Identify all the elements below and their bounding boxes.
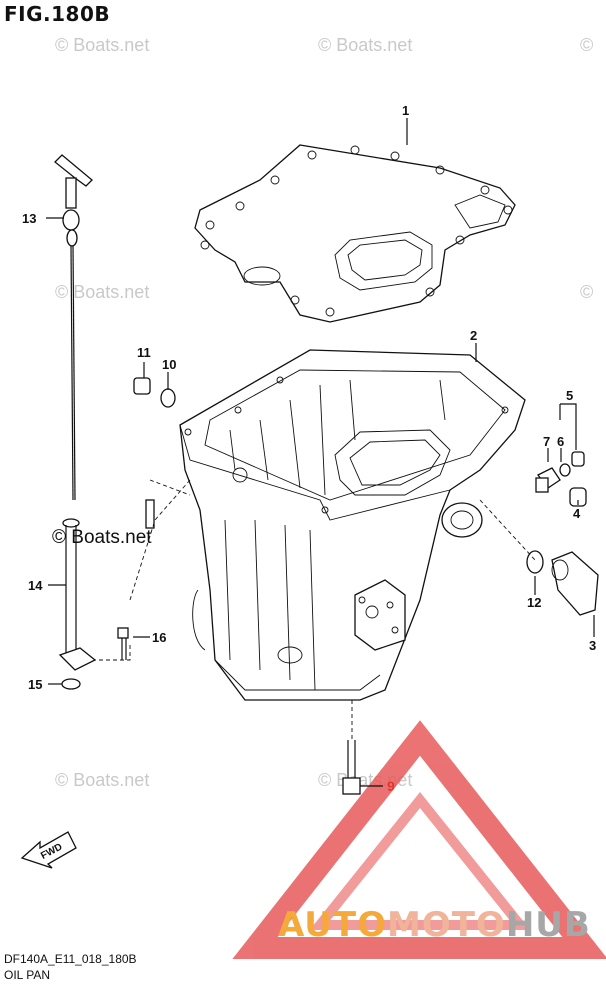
callout-14: 14 [28, 578, 43, 593]
svg-text:AUTOMOTOHUB: AUTOMOTOHUB [278, 905, 591, 945]
part-gasket [194, 144, 516, 323]
part-fitting-5 [571, 451, 585, 467]
brand-logo-triangle [232, 720, 606, 959]
callout-1: 1 [402, 103, 409, 118]
part-drain-plug-3 [551, 551, 599, 616]
watermark-text: © Boats.net [55, 35, 149, 55]
part-bolt-9 [342, 740, 361, 795]
brand-wordmark: AUTOMOTOHUB [278, 905, 591, 945]
callout-16: 16 [152, 630, 166, 645]
part-o-ring-12 [526, 550, 544, 574]
callout-11: 11 [137, 345, 151, 360]
brand-auto: AUTO [278, 905, 387, 945]
part-dipstick [54, 154, 93, 501]
watermark-text-dark: © Boats.net [52, 527, 152, 548]
part-fitting-7 [535, 467, 561, 493]
part-o-ring-6 [559, 463, 571, 477]
watermark-text: © Boats.net [55, 770, 149, 790]
part-oil-pan [179, 349, 526, 701]
callout-12: 12 [527, 595, 541, 610]
callout-9: 9 [387, 778, 395, 794]
watermark-text: © Boats.net [55, 282, 149, 302]
callout-5: 5 [566, 388, 573, 403]
callout-15: 15 [28, 677, 42, 692]
part-washer-10 [160, 388, 176, 408]
watermark-text-edge: © [580, 282, 593, 302]
callout-2: 2 [470, 328, 477, 343]
watermark-text-edge: © [580, 35, 593, 55]
brand-hub: HUB [506, 905, 591, 945]
part-bolt-small [145, 499, 155, 529]
callout-3: 3 [589, 638, 596, 653]
fwd-arrow-icon: FWD [20, 831, 77, 869]
callout-4: 4 [573, 506, 581, 521]
callout-6: 6 [557, 434, 564, 449]
part-bolt-16 [117, 627, 129, 660]
callout-labels: 1 2 3 4 5 6 7 9 10 11 12 13 14 15 16 [22, 103, 596, 794]
brand-moto: MOTO [387, 905, 506, 945]
part-o-ring-15 [61, 678, 81, 690]
figure-title: FIG.180B [4, 2, 111, 26]
part-plug-11 [133, 377, 151, 395]
callout-7: 7 [543, 434, 550, 449]
watermark-text: © Boats.net [318, 35, 412, 55]
part-plug-4 [569, 487, 587, 507]
figure-code: DF140A_E11_018_180B [4, 952, 137, 966]
callout-13: 13 [22, 211, 36, 226]
leader-lines [46, 118, 595, 787]
callout-10: 10 [162, 357, 176, 372]
figure-caption: OIL PAN [4, 968, 51, 982]
